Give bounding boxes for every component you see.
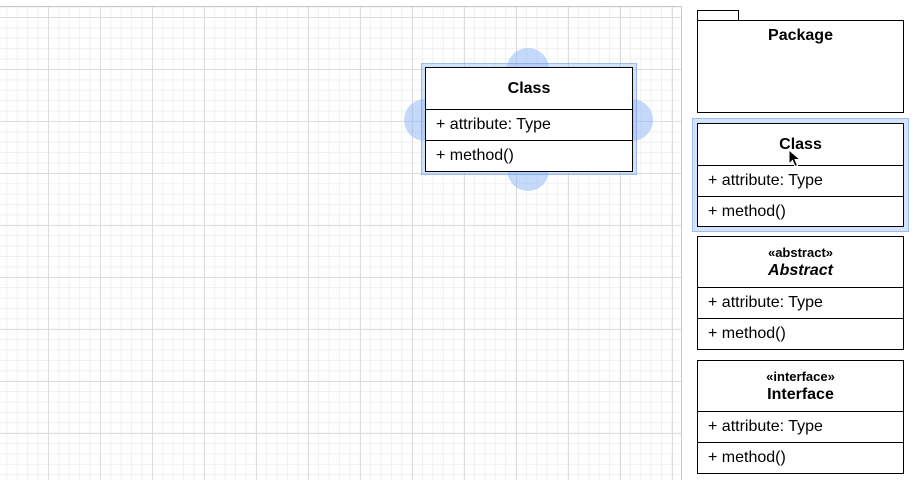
palette-abstract-header: «abstract» Abstract — [698, 237, 903, 288]
palette-interface[interactable]: «interface» Interface + attribute: Type … — [697, 360, 904, 474]
class-header: Class — [426, 68, 632, 110]
palette-abstract[interactable]: «abstract» Abstract + attribute: Type + … — [697, 236, 904, 350]
palette-class-attribute: + attribute: Type — [708, 172, 823, 189]
palette-class-method-row: + method() — [698, 197, 903, 226]
palette-interface-attribute-row: + attribute: Type — [698, 412, 903, 443]
palette-abstract-method-row: + method() — [698, 319, 903, 349]
class-method-row[interactable]: + method() — [426, 141, 632, 171]
palette-class-title: Class — [779, 135, 822, 153]
palette-abstract-title: Abstract — [768, 261, 833, 279]
canvas-class-shape[interactable]: Class + attribute: Type + method() — [425, 67, 633, 172]
class-method: + method() — [436, 147, 514, 164]
palette-interface-method: + method() — [708, 449, 786, 466]
palette-class-attribute-row: + attribute: Type — [698, 166, 903, 197]
class-title[interactable]: Class — [507, 79, 551, 97]
class-attribute: + attribute: Type — [436, 116, 551, 133]
abstract-stereotype: «abstract» — [767, 244, 834, 260]
palette-interface-title: Interface — [767, 385, 834, 403]
palette-abstract-method: + method() — [708, 325, 786, 342]
class-attribute-row[interactable]: + attribute: Type — [426, 110, 632, 141]
palette-class-header: Class — [698, 124, 903, 166]
palette-interface-method-row: + method() — [698, 443, 903, 473]
mouse-pointer-icon — [788, 148, 802, 173]
palette-interface-attribute: + attribute: Type — [708, 418, 823, 435]
palette-package[interactable]: Package — [697, 20, 904, 113]
package-tab — [697, 10, 739, 21]
palette-class[interactable]: Class + attribute: Type + method() — [697, 123, 904, 227]
palette-class-method: + method() — [708, 202, 786, 220]
package-title: Package — [768, 27, 833, 44]
interface-stereotype: «interface» — [766, 368, 835, 384]
palette-abstract-attribute: + attribute: Type — [708, 294, 823, 311]
palette-interface-header: «interface» Interface — [698, 361, 903, 412]
palette-abstract-attribute-row: + attribute: Type — [698, 288, 903, 319]
